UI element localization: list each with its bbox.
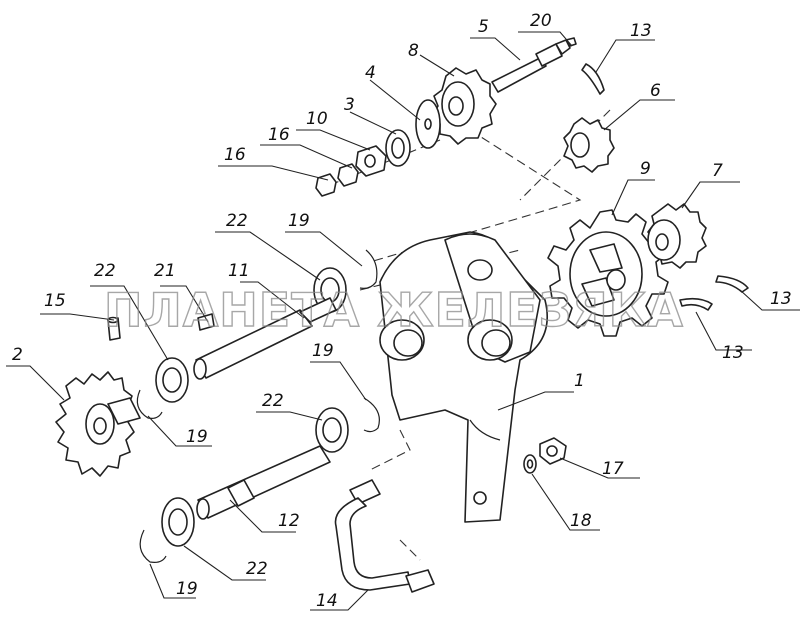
bearing-part-22-left [155, 357, 189, 403]
label-11: 11 [228, 261, 250, 281]
label-22-top: 22 [226, 211, 248, 231]
label-9: 9 [640, 159, 651, 179]
nut-part-16 [315, 163, 359, 197]
handle-part-14 [334, 479, 435, 593]
gear-part-9 [547, 209, 669, 337]
label-19-bottom: 19 [176, 579, 198, 599]
shaft-part-11 [193, 297, 337, 380]
ring-part-19-left [136, 389, 163, 419]
shaft-part-5 [491, 37, 577, 93]
label-13-right: 13 [770, 289, 792, 309]
cotter-pin-part-13 [581, 63, 749, 311]
label-10: 10 [306, 109, 328, 129]
label-22-bottom: 22 [246, 559, 268, 579]
ring-part-19-mid [363, 397, 380, 433]
bearing-part-22-mid [315, 407, 349, 453]
label-5: 5 [478, 17, 489, 37]
label-13-lower: 13 [722, 343, 744, 363]
label-7: 7 [712, 161, 723, 181]
label-14: 14 [316, 591, 338, 611]
label-21: 21 [154, 261, 176, 281]
gear-part-7 [647, 203, 707, 269]
leader-lines [6, 31, 800, 611]
label-19-top: 19 [288, 211, 310, 231]
label-16-b: 16 [224, 145, 246, 165]
bracket-part-1 [379, 231, 549, 523]
label-22-mid: 22 [262, 391, 284, 411]
label-17: 17 [602, 459, 624, 479]
screw-part-15 [107, 316, 121, 341]
shaft-part-12 [196, 445, 331, 520]
ring-part-19-lower [139, 529, 167, 563]
label-19-mid: 19 [312, 341, 334, 361]
label-15: 15 [44, 291, 66, 311]
label-8: 8 [408, 41, 419, 61]
sprocket-part-2 [55, 371, 141, 477]
label-12: 12 [278, 511, 300, 531]
label-16-a: 16 [268, 125, 290, 145]
gear-part-6 [563, 117, 615, 173]
label-1: 1 [574, 371, 585, 391]
part-number-labels: 20 5 13 8 4 3 10 16 16 6 9 7 22 19 13 13… [12, 11, 792, 611]
nut-part-17 [539, 437, 567, 465]
washer-part-4 [415, 99, 441, 149]
washer-part-3 [385, 129, 411, 167]
label-19-left: 19 [186, 427, 208, 447]
label-20: 20 [530, 11, 552, 31]
label-4: 4 [365, 63, 376, 83]
label-3: 3 [344, 95, 355, 115]
label-18: 18 [570, 511, 592, 531]
label-6: 6 [650, 81, 661, 101]
label-13-top: 13 [630, 21, 652, 41]
nut-part-10 [355, 145, 387, 177]
label-22-left: 22 [94, 261, 116, 281]
gear-part-8 [431, 67, 497, 145]
watermark-text: ПЛАНЕТА ЖЕЛЕЗЯКА [104, 283, 684, 337]
washer-part-18 [523, 454, 537, 474]
label-2: 2 [12, 345, 23, 365]
bearing-part-22-lower [161, 497, 195, 547]
ring-part-19-upper [359, 249, 378, 289]
key-part-21 [197, 313, 215, 331]
